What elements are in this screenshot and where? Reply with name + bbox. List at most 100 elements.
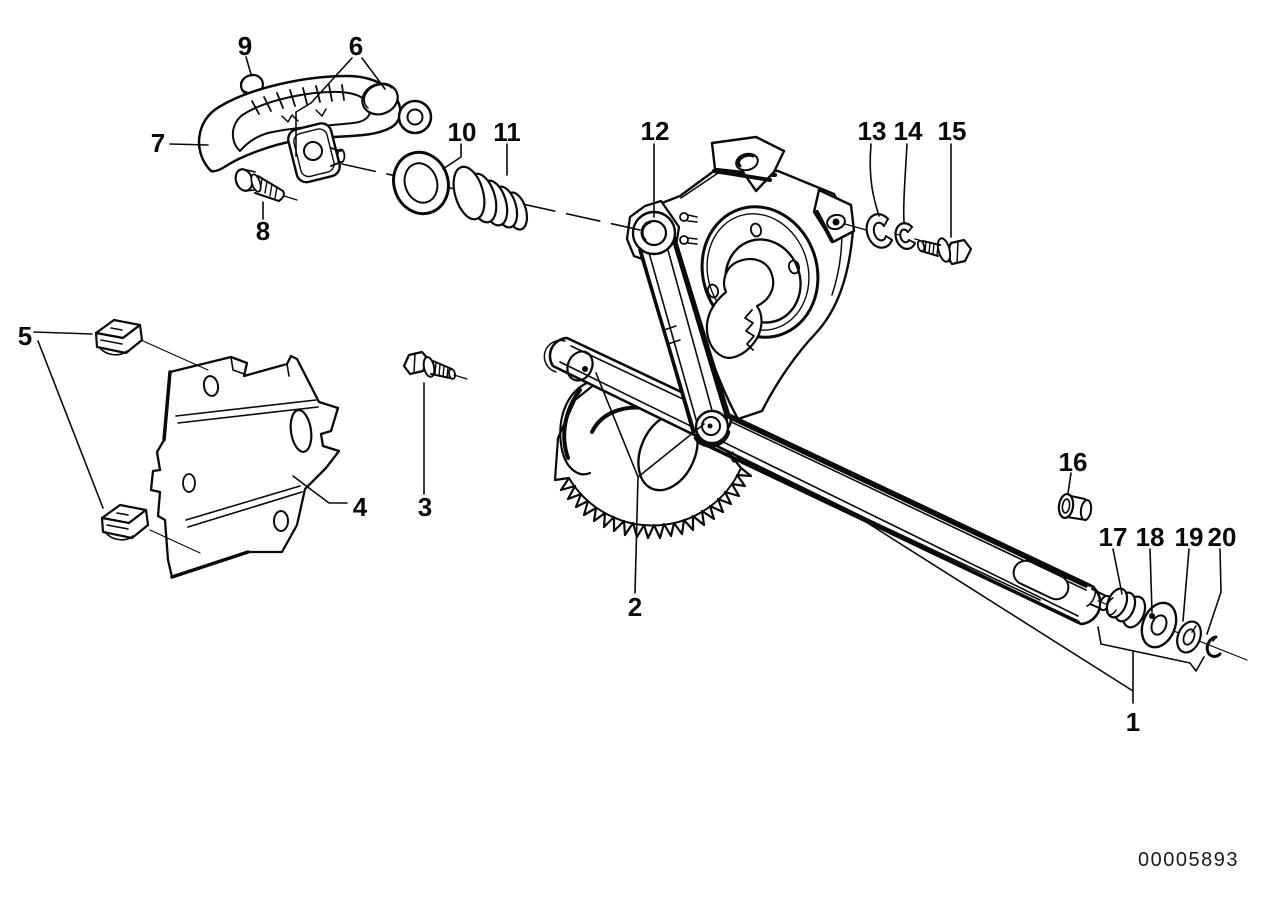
kidney-gear-teeth: [744, 309, 755, 351]
leader-part-14: [902, 143, 908, 223]
washer-19: [1176, 620, 1202, 654]
lift-arm-end-flange: [543, 339, 566, 373]
clip-nut-top: [94, 318, 209, 371]
leader-part-9: [245, 56, 252, 75]
callout-10[interactable]: 10: [448, 117, 477, 147]
leader-part-1: [865, 521, 1205, 704]
top-ear-shade: [712, 169, 772, 182]
callout-16[interactable]: 16: [1059, 447, 1088, 477]
leader-part-18-dot: [1149, 613, 1155, 619]
handle-knob-ring: [397, 99, 433, 135]
leader-part-6: [295, 57, 386, 157]
callout-13[interactable]: 13: [858, 116, 887, 146]
lift-arm-end-hole: [566, 350, 594, 382]
leader-part-20: [1206, 548, 1222, 635]
callout-19[interactable]: 19: [1175, 522, 1204, 552]
escutcheon-hole: [303, 141, 323, 161]
lift-arm-edge-shade: [698, 410, 1088, 624]
regulator-plate: [625, 135, 856, 421]
callout-15[interactable]: 15: [938, 116, 967, 146]
right-ear-hole: [826, 213, 846, 231]
plate-face-hole-2: [787, 259, 801, 275]
right-ear-shade: [815, 210, 834, 243]
bracket-hole-1: [202, 375, 220, 397]
right-ear-bolt: [832, 218, 840, 226]
pivot-points: [631, 210, 731, 448]
callout-17[interactable]: 17: [1099, 522, 1128, 552]
bracket-body: [149, 354, 341, 579]
leader-part-17: [1112, 548, 1123, 595]
top-ear-hole: [735, 152, 759, 172]
bolt-part-3: [402, 350, 468, 380]
leader-lines: [33, 56, 1222, 704]
drive-arm: [636, 217, 733, 441]
bracket-fold-lines: [175, 356, 319, 528]
callout-labels: 1 2 3 4 5 6 7 8 9 10 11 12 13 14 15 16 1…: [18, 31, 1239, 871]
callout-14[interactable]: 14: [894, 116, 923, 146]
leader-part-2: [595, 372, 705, 594]
handle-inner-marks: [281, 108, 327, 123]
hex-bolt-15: [844, 223, 973, 266]
drive-arm-edge-shade: [638, 233, 729, 434]
handle-grip-ribs: [251, 84, 345, 115]
callout-6[interactable]: 6: [349, 31, 363, 61]
bracket-hole-2: [182, 473, 196, 493]
handle-knob-hole: [406, 108, 424, 126]
upper-pivot-boss: [631, 210, 677, 256]
plate-rivet-pins: [679, 212, 698, 245]
drive-arm-hatch: [663, 325, 681, 345]
leader-part-16: [1067, 472, 1072, 494]
leader-part-7: [169, 143, 209, 146]
callout-3[interactable]: 3: [418, 492, 432, 522]
plate-kidney-cutout: [705, 258, 775, 359]
washer-part-10: [392, 150, 450, 216]
plate-face-hole-3: [706, 283, 720, 299]
bushing-16: [1057, 492, 1093, 521]
gear-left-edge: [559, 378, 598, 476]
crank-handle: [197, 73, 433, 173]
callout-4[interactable]: 4: [353, 492, 368, 522]
callout-7[interactable]: 7: [151, 128, 165, 158]
screw-part-8: [234, 168, 298, 202]
lock-washer-13: [865, 213, 894, 249]
handle-dome: [361, 82, 399, 116]
spring-washer-17: [1105, 587, 1147, 629]
plate-face-ring-inner-line: [706, 213, 810, 331]
callout-18[interactable]: 18: [1136, 522, 1165, 552]
spring-part-11: [452, 165, 529, 231]
leader-part-10: [442, 143, 462, 170]
leader-part-18: [1149, 548, 1153, 613]
clip-nut-bottom: [100, 503, 201, 554]
lift-arm-inner-mark: [730, 451, 735, 463]
plate-face-ring-outer: [700, 205, 820, 339]
lift-arm-channel-lines: [559, 345, 1087, 617]
callout-5[interactable]: 5: [18, 321, 32, 351]
drive-arm-inner-lines: [645, 231, 717, 431]
callout-9[interactable]: 9: [238, 31, 252, 61]
lift-arm-inner-line: [736, 457, 1041, 601]
lift-arm-slot: [1012, 559, 1070, 601]
callout-1[interactable]: 1: [1126, 707, 1140, 737]
callout-11[interactable]: 11: [493, 117, 521, 147]
handle-dome-arc: [363, 83, 393, 109]
leader-part-5: [33, 331, 104, 509]
center-pivot-dot: [707, 423, 713, 429]
gear-shade-arc: [562, 388, 582, 460]
callout-20[interactable]: 20: [1208, 522, 1237, 552]
callout-12[interactable]: 12: [641, 116, 670, 146]
leader-part-13: [869, 143, 880, 217]
retaining-clip-20: [1205, 635, 1222, 658]
plate-face-hole-1: [749, 222, 763, 238]
gear-root-arc: [568, 467, 742, 527]
leader-part-4: [292, 475, 348, 504]
escutcheon-pad: [287, 122, 346, 184]
callout-2[interactable]: 2: [628, 592, 642, 622]
upper-pivot-crescent: [640, 220, 652, 242]
lift-arm-end-dot: [582, 366, 588, 372]
bracket-hole-3: [273, 510, 289, 532]
callout-8[interactable]: 8: [256, 216, 270, 246]
figure-code: 00005893: [1138, 849, 1239, 871]
top-ear-bolt: [736, 153, 755, 168]
